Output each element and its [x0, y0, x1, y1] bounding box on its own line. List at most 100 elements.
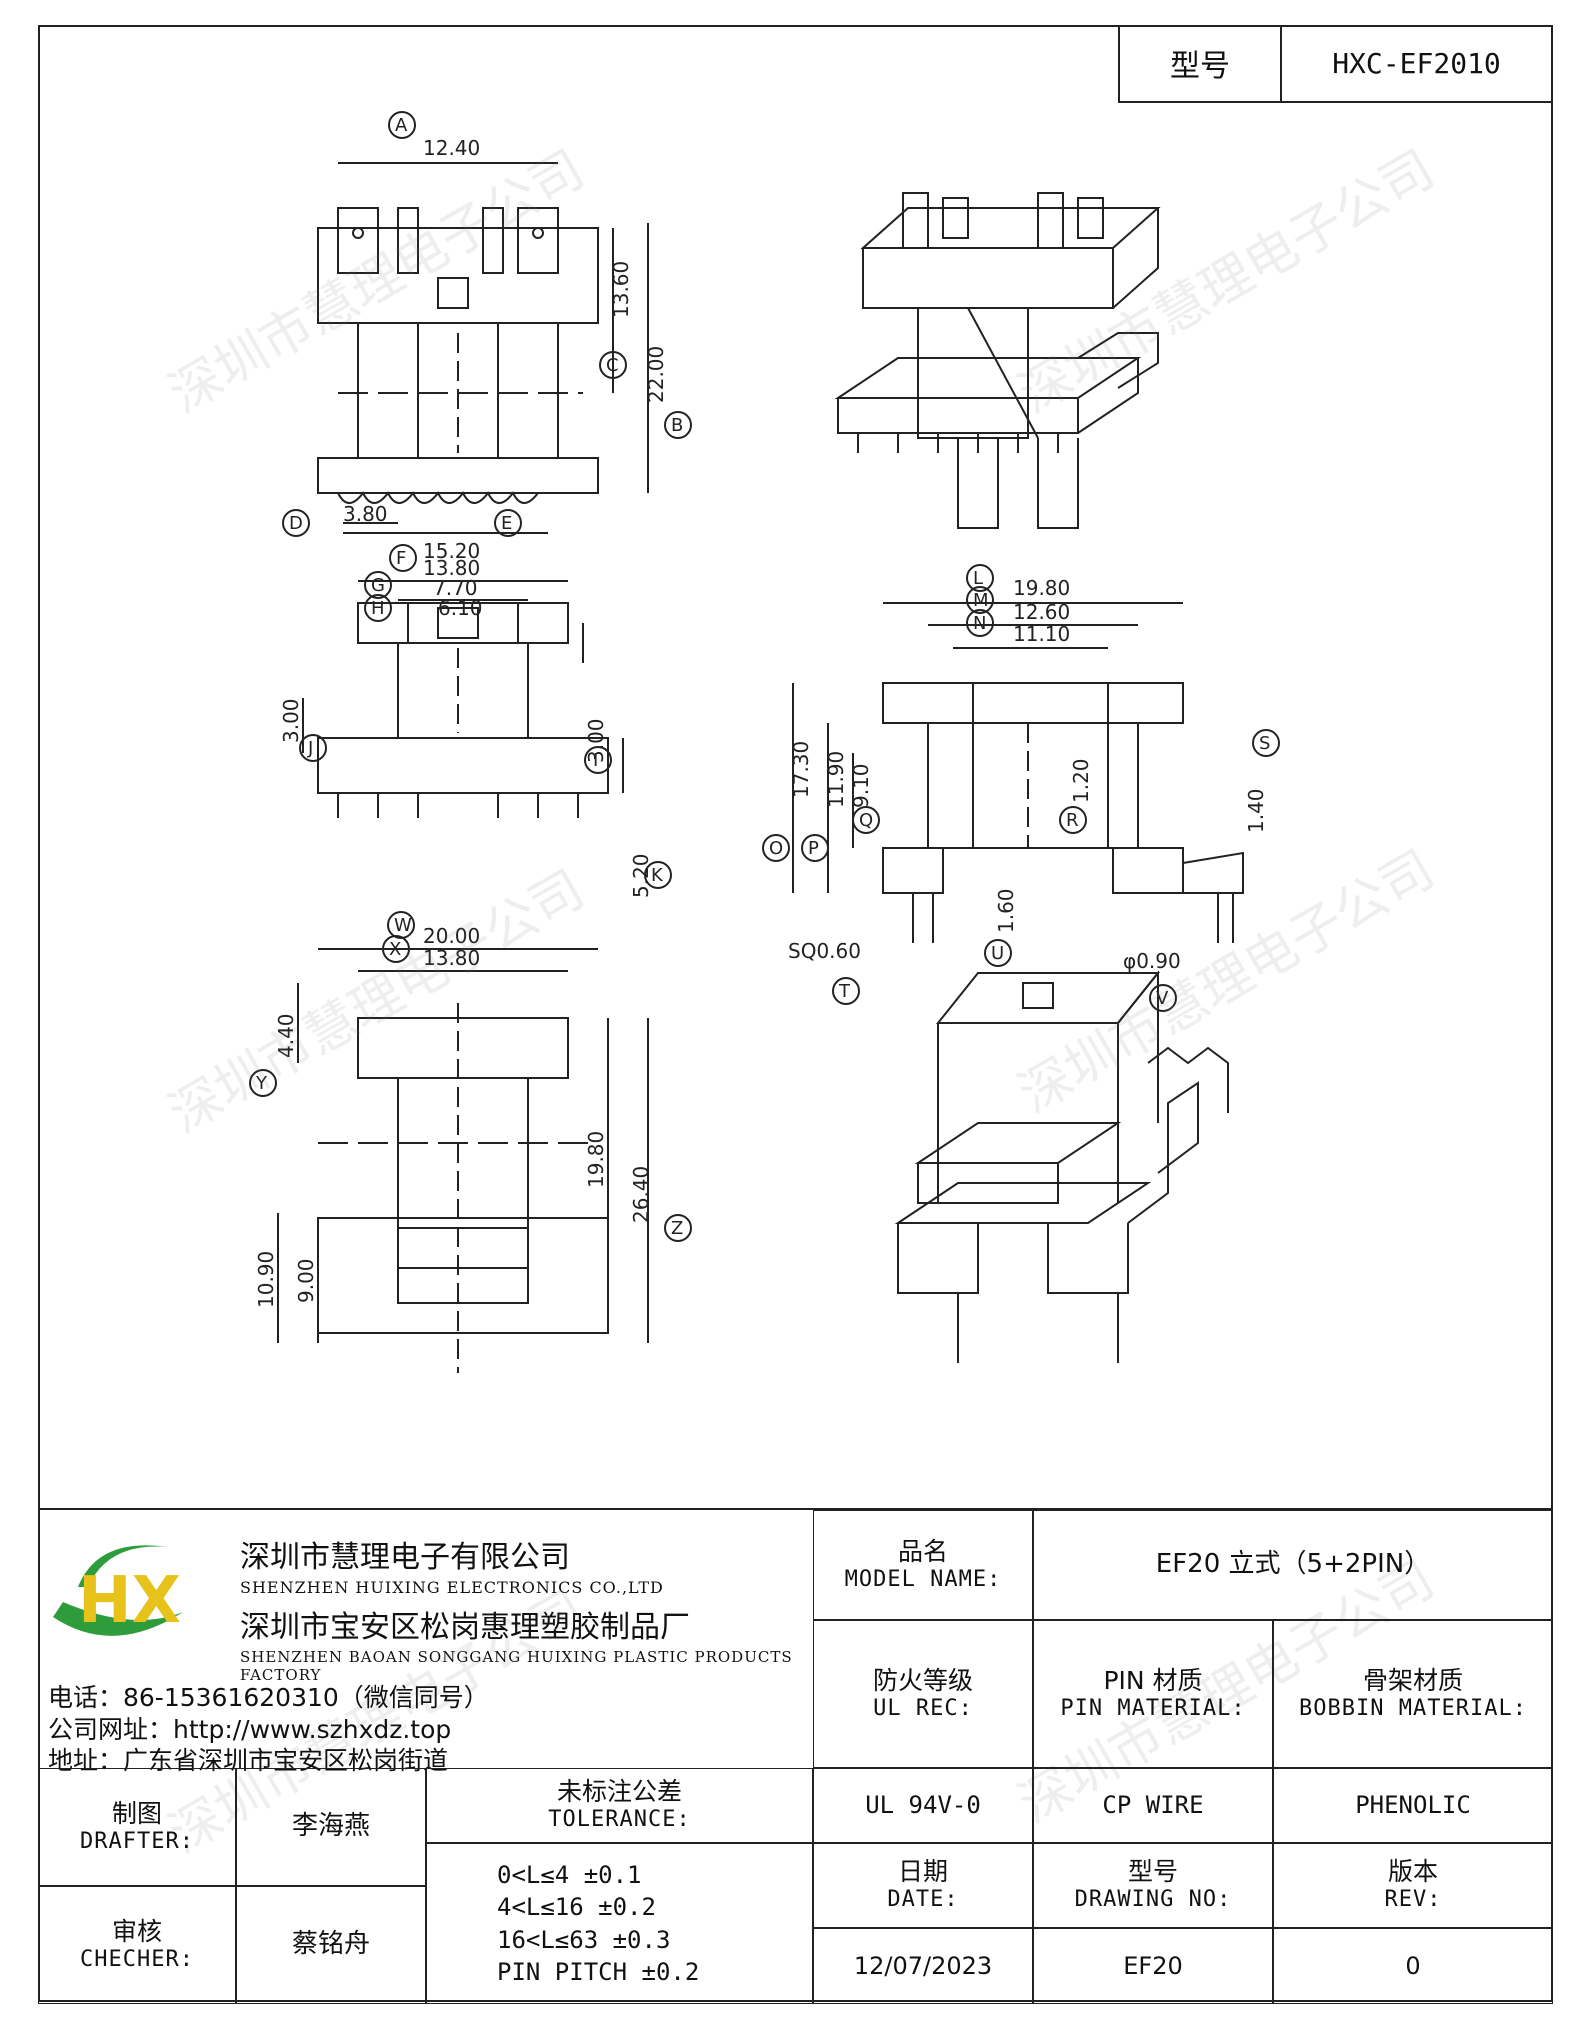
svg-text:O: O — [769, 838, 783, 859]
factory-name-cn: 深圳市宝安区松岗惠理塑胶制品厂 — [240, 1610, 690, 1645]
dim-q: 9.10 — [849, 763, 873, 808]
dim-198: 19.80 — [584, 1131, 608, 1188]
dim-i: 3.00 — [584, 718, 608, 763]
top-view-dims: 12.40 13.60 22.00 3.80 15.20 — [343, 136, 668, 563]
top-view-tags: A B C D E — [282, 111, 692, 537]
dim-c: 13.60 — [609, 261, 633, 318]
dim-x: 13.80 — [423, 946, 480, 970]
svg-text:W: W — [394, 915, 412, 936]
top-view — [317, 162, 649, 534]
svg-text:H: H — [371, 598, 385, 619]
dim-s: 1.40 — [1244, 788, 1268, 833]
side-view — [302, 580, 624, 818]
date-label: 日期 DATE: — [813, 1843, 1033, 1928]
bottom-view-dims: 20.00 13.80 4.40 19.80 26.40 10.90 9.00 — [254, 924, 653, 1308]
tolerance-item: 4<L≤16 ±0.2 — [497, 1893, 656, 1922]
company-logo-icon: HX — [53, 1545, 183, 1638]
model-name-value: EF20 立式（5+2PIN） — [1033, 1510, 1553, 1620]
bottom-view-tags: W X Y Z — [249, 911, 692, 1242]
model-header: 型号 HXC-EF2010 — [1118, 25, 1553, 103]
model-value: HXC-EF2010 — [1332, 46, 1501, 80]
svg-text:R: R — [1066, 810, 1079, 831]
dim-w: 20.00 — [423, 924, 480, 948]
svg-text:F: F — [396, 548, 406, 569]
svg-text:I: I — [593, 750, 598, 771]
dim-d: 3.80 — [343, 502, 388, 526]
dim-u: 1.60 — [994, 888, 1018, 933]
svg-text:D: D — [289, 513, 303, 534]
company-name-en: SHENZHEN HUIXING ELECTRONICS CO.,LTD — [240, 1578, 664, 1597]
checker-value: 蔡铭舟 — [236, 1886, 426, 2004]
drawing-no-value: EF20 — [1033, 1928, 1273, 2004]
svg-text:V: V — [1156, 988, 1169, 1009]
pin-material-label: PIN 材质 PIN MATERIAL: — [1033, 1620, 1273, 1768]
dim-l: 19.80 — [1013, 576, 1070, 600]
svg-text:G: G — [371, 575, 385, 596]
svg-text:T: T — [838, 981, 851, 1002]
svg-text:P: P — [808, 838, 819, 859]
front-view-tags: L M N O P Q R S T U V — [762, 564, 1280, 1012]
company-address: 地址：广东省深圳市宝安区松岗街道 — [48, 1746, 449, 1775]
dim-m: 12.60 — [1013, 600, 1070, 624]
checker-label: 审核 CHECHER: — [38, 1886, 236, 2004]
svg-text:X: X — [389, 939, 401, 960]
svg-text:J: J — [307, 738, 313, 759]
svg-text:E: E — [501, 513, 512, 534]
dim-y: 4.40 — [274, 1013, 298, 1058]
svg-text:C: C — [606, 355, 619, 376]
svg-text:HX: HX — [78, 1564, 181, 1638]
drawing-no-label: 型号 DRAWING NO: — [1033, 1843, 1273, 1928]
engineering-drawing: 12.40 13.60 22.00 3.80 15.20 A B C D E 1… — [249, 111, 1280, 1373]
dim-t: SQ0.60 — [788, 939, 861, 963]
svg-text:Y: Y — [255, 1073, 268, 1094]
dim-f: 13.80 — [423, 556, 480, 580]
ul-rec-value: UL 94V-0 — [813, 1768, 1033, 1843]
date-value: 12/07/2023 — [813, 1928, 1033, 2004]
svg-text:S: S — [1259, 733, 1270, 754]
svg-text:L: L — [973, 568, 983, 589]
svg-text:N: N — [973, 613, 986, 634]
dim-109: 10.90 — [254, 1251, 278, 1308]
iso-view-top — [834, 192, 1161, 529]
rev-value: 0 — [1273, 1928, 1553, 2004]
dim-n: 11.10 — [1013, 622, 1070, 646]
drawing-frame — [38, 25, 1553, 2002]
svg-text:U: U — [991, 943, 1004, 964]
dim-z: 26.40 — [629, 1166, 653, 1223]
company-phone: 电话：86-15361620310（微信同号） — [48, 1683, 489, 1712]
dim-b: 22.00 — [644, 346, 668, 403]
pin-material-value: CP WIRE — [1033, 1768, 1273, 1843]
tolerance-list: 0<L≤4 ±0.1 4<L≤16 ±0.2 16<L≤63 ±0.3 PIN … — [426, 1843, 813, 2004]
dim-a: 12.40 — [423, 136, 480, 160]
dim-k: 5.20 — [629, 853, 653, 898]
svg-text:A: A — [395, 115, 408, 136]
front-view-dims: 19.80 12.60 11.10 17.30 11.90 9.10 1.20 … — [788, 576, 1268, 973]
dim-o: 17.30 — [789, 741, 813, 798]
dim-p: 11.90 — [824, 751, 848, 808]
svg-text:M: M — [973, 590, 989, 611]
dim-g: 7.70 — [433, 576, 478, 600]
dim-v: φ0.90 — [1123, 949, 1181, 973]
iso-view-bottom — [894, 970, 1229, 1363]
bobbin-material-value: PHENOLIC — [1273, 1768, 1553, 1843]
model-name-label: 品名 MODEL NAME: — [813, 1510, 1033, 1620]
ul-rec-label: 防火等级 UL REC: — [813, 1620, 1033, 1768]
tolerance-item: PIN PITCH ±0.2 — [497, 1957, 700, 1986]
dim-e: 15.20 — [423, 539, 480, 563]
svg-text:Z: Z — [671, 1218, 683, 1239]
drafter-label: 制图 DRAFTER: — [38, 1768, 236, 1886]
dim-r: 1.20 — [1069, 758, 1093, 803]
svg-text:B: B — [671, 415, 683, 436]
title-block: HX 深圳市慧理电子有限公司 SHENZHEN HUIXING ELECTRON… — [38, 1508, 1553, 2004]
dim-h: 6.10 — [438, 596, 483, 620]
drafter-value: 李海燕 — [236, 1768, 426, 1886]
tolerance-item: 16<L≤63 ±0.3 — [497, 1925, 671, 1954]
factory-name-en: SHENZHEN BAOAN SONGGANG HUIXING PLASTIC … — [240, 1648, 793, 1684]
svg-text:K: K — [651, 865, 664, 886]
company-name-cn: 深圳市慧理电子有限公司 — [240, 1540, 570, 1575]
svg-text:Q: Q — [859, 810, 873, 831]
bottom-view — [277, 948, 649, 1373]
rev-label: 版本 REV: — [1273, 1843, 1553, 1928]
company-info: HX 深圳市慧理电子有限公司 SHENZHEN HUIXING ELECTRON… — [38, 1510, 813, 1775]
tolerance-item: 0<L≤4 ±0.1 — [497, 1860, 642, 1889]
